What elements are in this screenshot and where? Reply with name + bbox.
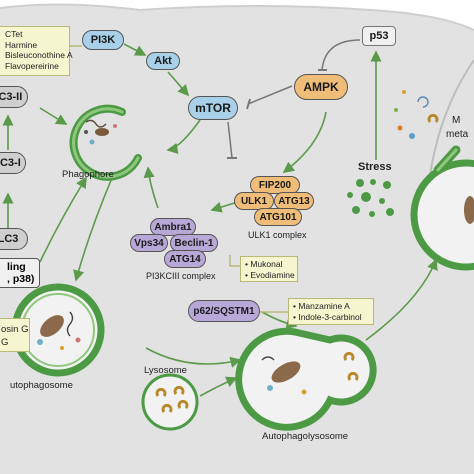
stress-label: Stress bbox=[358, 161, 392, 173]
pi3k-inhibitor-box: CTet Harmine Bisleuconothine A Flavopere… bbox=[0, 26, 73, 76]
autophagolysosome-membrane bbox=[235, 327, 377, 431]
p62-inducer-box: • Manzamine A • Indole-3-carbinol bbox=[288, 298, 374, 325]
left-compound-box: osin G G bbox=[0, 318, 30, 352]
compound-osin-g: osin G bbox=[1, 324, 29, 335]
lysosome-label: Lysosome bbox=[144, 365, 187, 376]
fip200-node: FIP200 bbox=[250, 176, 300, 194]
compound-flavopereirine: Flavopereirine bbox=[5, 60, 59, 71]
secretory-vesicle bbox=[410, 159, 474, 271]
compound-bisleuconothine-a: Bisleuconothine A bbox=[5, 50, 73, 60]
compound-mukonal: • Mukonal bbox=[245, 259, 283, 269]
autophagolysosome-label: Autophagolysosome bbox=[262, 431, 349, 442]
compound-indole-3-carbinol: • Indole-3-carbinol bbox=[293, 311, 362, 322]
signaling-sublabel: , p38) bbox=[7, 273, 35, 285]
compound-manzamine-a: • Manzamine A bbox=[293, 301, 350, 311]
p53-node: p53 bbox=[362, 26, 396, 46]
phagophore-label: Phagophore bbox=[62, 169, 114, 180]
right-membrane-edge bbox=[429, 59, 474, 176]
compound-ctet: CTet bbox=[5, 29, 23, 39]
lysosome bbox=[141, 373, 199, 431]
signaling-label: ling bbox=[7, 261, 26, 273]
ampk-node: AMPK bbox=[294, 74, 348, 100]
compound-g: G bbox=[1, 337, 9, 348]
compound-evodiamine: • Evodiamine bbox=[245, 269, 295, 280]
pi3kciii-complex-label: PI3KCIII complex bbox=[146, 271, 216, 281]
atg101-node: ATG101 bbox=[254, 208, 302, 226]
signaling-box: ling , p38) bbox=[0, 258, 40, 288]
p62-sqstm1-node: p62/SQSTM1 bbox=[188, 300, 260, 322]
stress-dots bbox=[347, 179, 394, 217]
cell-membrane-top bbox=[0, 3, 474, 31]
mtor-node: mTOR bbox=[188, 96, 238, 120]
lc3-ii-node: LC3-II bbox=[0, 86, 28, 108]
ulk1-node: ULK1 bbox=[234, 192, 274, 210]
lc3-i-node: LC3-I bbox=[0, 152, 26, 174]
ulk1-complex-label: ULK1 complex bbox=[248, 230, 307, 240]
vps34-node: Vps34 bbox=[130, 234, 168, 252]
metastasis-label-top: M bbox=[452, 115, 461, 126]
cytoplasm-region bbox=[0, 4, 474, 474]
compound-harmine: Harmine bbox=[5, 39, 38, 50]
akt-node: Akt bbox=[146, 52, 180, 70]
metastasis-label-bottom: meta bbox=[446, 129, 469, 140]
beclin-inducer-box: • Mukonal • Evodiamine bbox=[240, 256, 298, 282]
pi3k-node: PI3K bbox=[82, 30, 124, 50]
autophagosome-label: utophagosome bbox=[10, 380, 73, 391]
lc3-node: LC3 bbox=[0, 228, 28, 250]
atg14-node: ATG14 bbox=[164, 250, 206, 268]
